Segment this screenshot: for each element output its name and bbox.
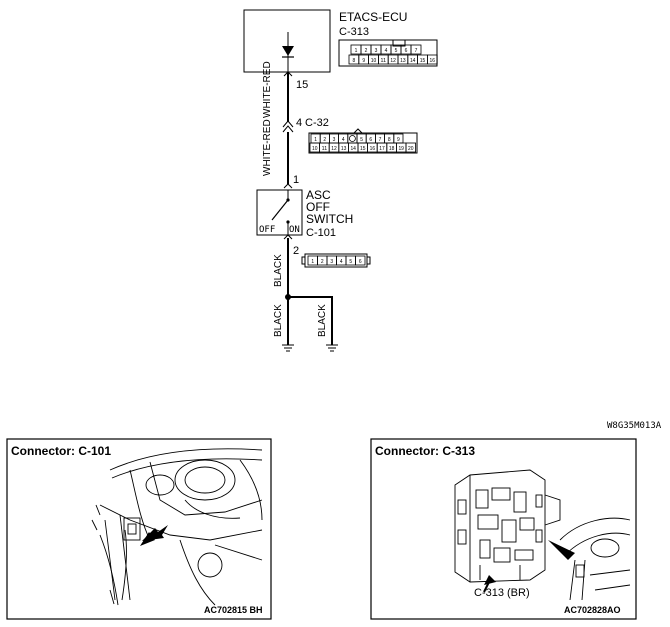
switch-contact (271, 199, 289, 221)
pin-number: 10 (312, 146, 318, 152)
pin-number: 15 (420, 58, 426, 64)
pin-number: 9 (362, 58, 365, 64)
pin-number: 12 (331, 146, 337, 152)
c32-pin-in: 4 (296, 117, 302, 129)
ground-left-label: BLACK (273, 304, 284, 337)
panel-title: Connector: C-101 (11, 444, 111, 458)
pin-number: 4 (385, 48, 388, 54)
pin-number: 3 (333, 137, 336, 143)
pin-number: 7 (379, 137, 382, 143)
wire-upper-label: WHITE-RED (262, 61, 273, 118)
pin-number: 8 (353, 58, 356, 64)
pin-number: 14 (350, 146, 356, 152)
pin-number: 20 (408, 146, 414, 152)
panel-image-code: AC702828AO (564, 605, 621, 615)
ground-icon (326, 344, 338, 352)
pin-cell (355, 255, 366, 266)
diagram-code: W8G35M013A (607, 421, 662, 431)
panel-callout: C-313 (BR) (474, 587, 530, 599)
pointer-arrow-icon (548, 540, 575, 560)
connector-location-panel-c101: Connector: C-101 AC702815 BH (6, 438, 272, 620)
switch-name-line1: ASC (306, 188, 331, 202)
connector-mark-switch-top (283, 183, 293, 189)
connector-key (348, 135, 356, 142)
switch-name-line2: OFF (306, 200, 330, 214)
ecu-name: ETACS-ECU (339, 10, 407, 24)
switch-pin-in: 1 (293, 174, 299, 186)
ecu-pin-label: 15 (296, 79, 308, 91)
pin-number: 8 (388, 137, 391, 143)
pin-cell (410, 44, 422, 55)
pin-number: 2 (321, 259, 324, 265)
pin-cell (405, 142, 417, 153)
ecu-block-illustration (454, 469, 631, 601)
switch-off-label: OFF (259, 225, 275, 235)
switch-name-line3: SWITCH (306, 212, 353, 226)
connector-mark-switch-bottom (283, 234, 293, 240)
connector-mark-c32-bottom (282, 125, 294, 133)
diode-icon (282, 46, 294, 56)
pin-number: 3 (375, 48, 378, 54)
pin-number: 9 (397, 137, 400, 143)
pin-number: 1 (355, 48, 358, 54)
pin-number: 15 (360, 146, 366, 152)
pin-number: 6 (369, 137, 372, 143)
pin-number: 19 (398, 146, 404, 152)
switch-pin-out: 2 (293, 245, 299, 257)
pin-number: 14 (410, 58, 416, 64)
pin-number: 3 (330, 259, 333, 265)
wire-lower-label: BLACK (273, 254, 284, 287)
dashboard-illustration (91, 448, 263, 606)
connector-location-panel-c313: Connector: C-313 (370, 438, 637, 620)
pin-number: 6 (359, 259, 362, 265)
panel-image-code: AC702815 BH (204, 605, 263, 615)
pin-number: 12 (390, 58, 396, 64)
pointer-arrow-shaft (483, 579, 491, 593)
pin-number: 18 (389, 146, 395, 152)
pin-number: 5 (395, 48, 398, 54)
pin-number: 1 (314, 137, 317, 143)
ground-right-label: BLACK (317, 304, 328, 337)
wire-middle-label: WHITE-RED (262, 119, 273, 176)
pin-cell (426, 54, 438, 65)
switch-box (256, 189, 303, 236)
panel-title: Connector: C-313 (375, 444, 475, 458)
switch-pivot (286, 198, 290, 202)
ground-icon (282, 344, 294, 352)
ecu-connector-label: C-313 (339, 26, 369, 38)
switch-connector-label: C-101 (306, 227, 336, 239)
pin-number: 5 (349, 259, 352, 265)
pin-number: 11 (381, 58, 387, 64)
ecu-box (243, 9, 331, 73)
pin-number: 7 (415, 48, 418, 54)
pin-number: 4 (342, 137, 345, 143)
pin-number: 13 (341, 146, 347, 152)
pin-number: 13 (400, 58, 406, 64)
c32-connector-label: C-32 (305, 117, 329, 129)
pin-number: 2 (323, 137, 326, 143)
pin-number: 17 (379, 146, 385, 152)
pin-number: 6 (405, 48, 408, 54)
pin-number: 1 (311, 259, 314, 265)
pin-number: 16 (430, 58, 436, 64)
pin-number: 5 (360, 137, 363, 143)
pin-number: 4 (340, 259, 343, 265)
switch-on-label: ON (289, 225, 300, 235)
connector-mark-c32-top (282, 120, 294, 128)
pin-number: 16 (370, 146, 376, 152)
wire-ground-right (288, 296, 333, 345)
pin-number: 10 (371, 58, 377, 64)
pin-number: 11 (322, 146, 328, 152)
pin-number: 2 (365, 48, 368, 54)
pointer-arrow-head (140, 532, 155, 546)
